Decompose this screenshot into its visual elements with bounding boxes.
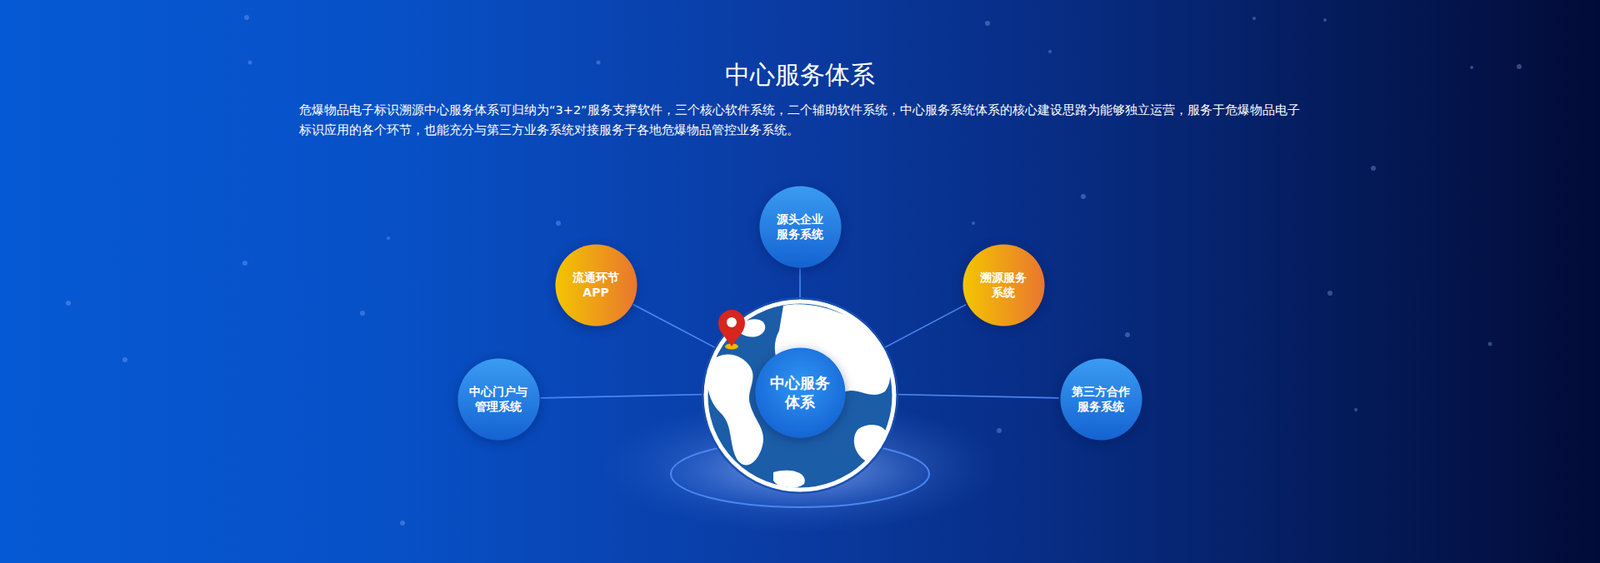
circle-fill bbox=[755, 347, 845, 438]
node-text-group: 流通环节 APP bbox=[564, 270, 628, 300]
system-circle: 中心门户与 管理系统 bbox=[457, 358, 540, 441]
node-text-group: 源头企业 服务系统 bbox=[768, 211, 832, 242]
node-text-group: 中心门户与 管理系统 bbox=[466, 384, 530, 415]
circle-outline bbox=[759, 185, 842, 269]
node-text-group: 第三方合作 服务系统 bbox=[1069, 384, 1133, 415]
node-label: 溯源服务 系统 bbox=[971, 270, 1035, 300]
page-title: 中心服务体系 bbox=[0, 58, 1600, 92]
circle-outline bbox=[457, 358, 540, 441]
circle-fill bbox=[555, 244, 637, 326]
node-text-group: 溯源服务 系统 bbox=[971, 270, 1035, 300]
node-label: 第三方合作 服务系统 bbox=[1069, 384, 1133, 415]
system-circle: 溯源服务 系统 bbox=[962, 244, 1045, 327]
node-label: 流通环节 APP bbox=[564, 270, 628, 300]
description-paragraph: 危爆物品电子标识溯源中心服务体系可归纳为“3+2”服务支撑软件，三个核心软件系统… bbox=[299, 100, 1304, 140]
system-circle: 流通环节 APP bbox=[555, 244, 638, 327]
circle-fill bbox=[759, 185, 841, 268]
circle-outline bbox=[1060, 358, 1143, 441]
circle-fill bbox=[1060, 358, 1142, 440]
circle-fill bbox=[457, 358, 540, 440]
node-text-group: 中心服务 体系 bbox=[765, 373, 835, 413]
node-label: 中心服务 体系 bbox=[765, 373, 835, 413]
circle-outline bbox=[962, 244, 1045, 327]
node-label: 中心门户与 管理系统 bbox=[466, 384, 530, 415]
system-circle: 源头企业 服务系统 bbox=[759, 185, 842, 269]
node-label: 源头企业 服务系统 bbox=[768, 211, 832, 242]
center-circle: 中心服务 体系 bbox=[755, 347, 846, 439]
system-circle: 第三方合作 服务系统 bbox=[1060, 358, 1143, 441]
circle-outline bbox=[555, 244, 638, 327]
circle-outline bbox=[755, 347, 846, 439]
circle-fill bbox=[962, 244, 1045, 326]
